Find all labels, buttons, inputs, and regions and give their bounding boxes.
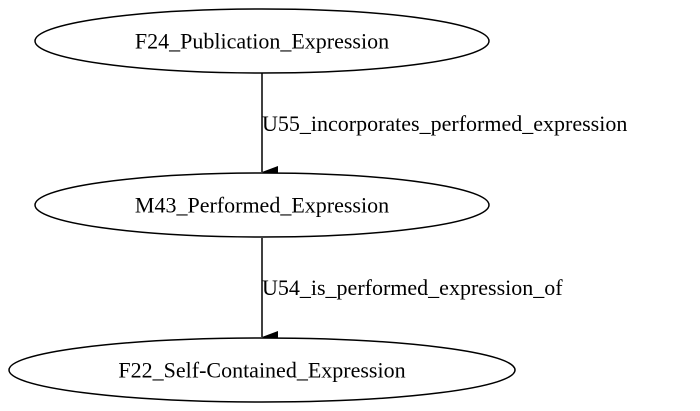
node-f24-publication-expression: F24_Publication_Expression	[34, 8, 490, 74]
edge-f24-to-m43: U55_incorporates_performed_expression	[261, 73, 627, 178]
edge-label-u55: U55_incorporates_performed_expression	[262, 111, 627, 136]
node-ellipse	[34, 172, 490, 238]
node-label-f24: F24_Publication_Expression	[135, 29, 389, 54]
node-label-m43: M43_Performed_Expression	[135, 193, 389, 218]
node-label-f22: F22_Self-Contained_Expression	[118, 358, 405, 383]
edge-label-u54: U54_is_performed_expression_of	[262, 275, 563, 300]
node-f22-self-contained-expression: F22_Self-Contained_Expression	[8, 337, 516, 403]
node-ellipse	[34, 8, 490, 74]
edge-m43-to-f22: U54_is_performed_expression_of	[261, 238, 563, 343]
node-m43-performed-expression: M43_Performed_Expression	[34, 172, 490, 238]
node-ellipse	[8, 337, 516, 403]
